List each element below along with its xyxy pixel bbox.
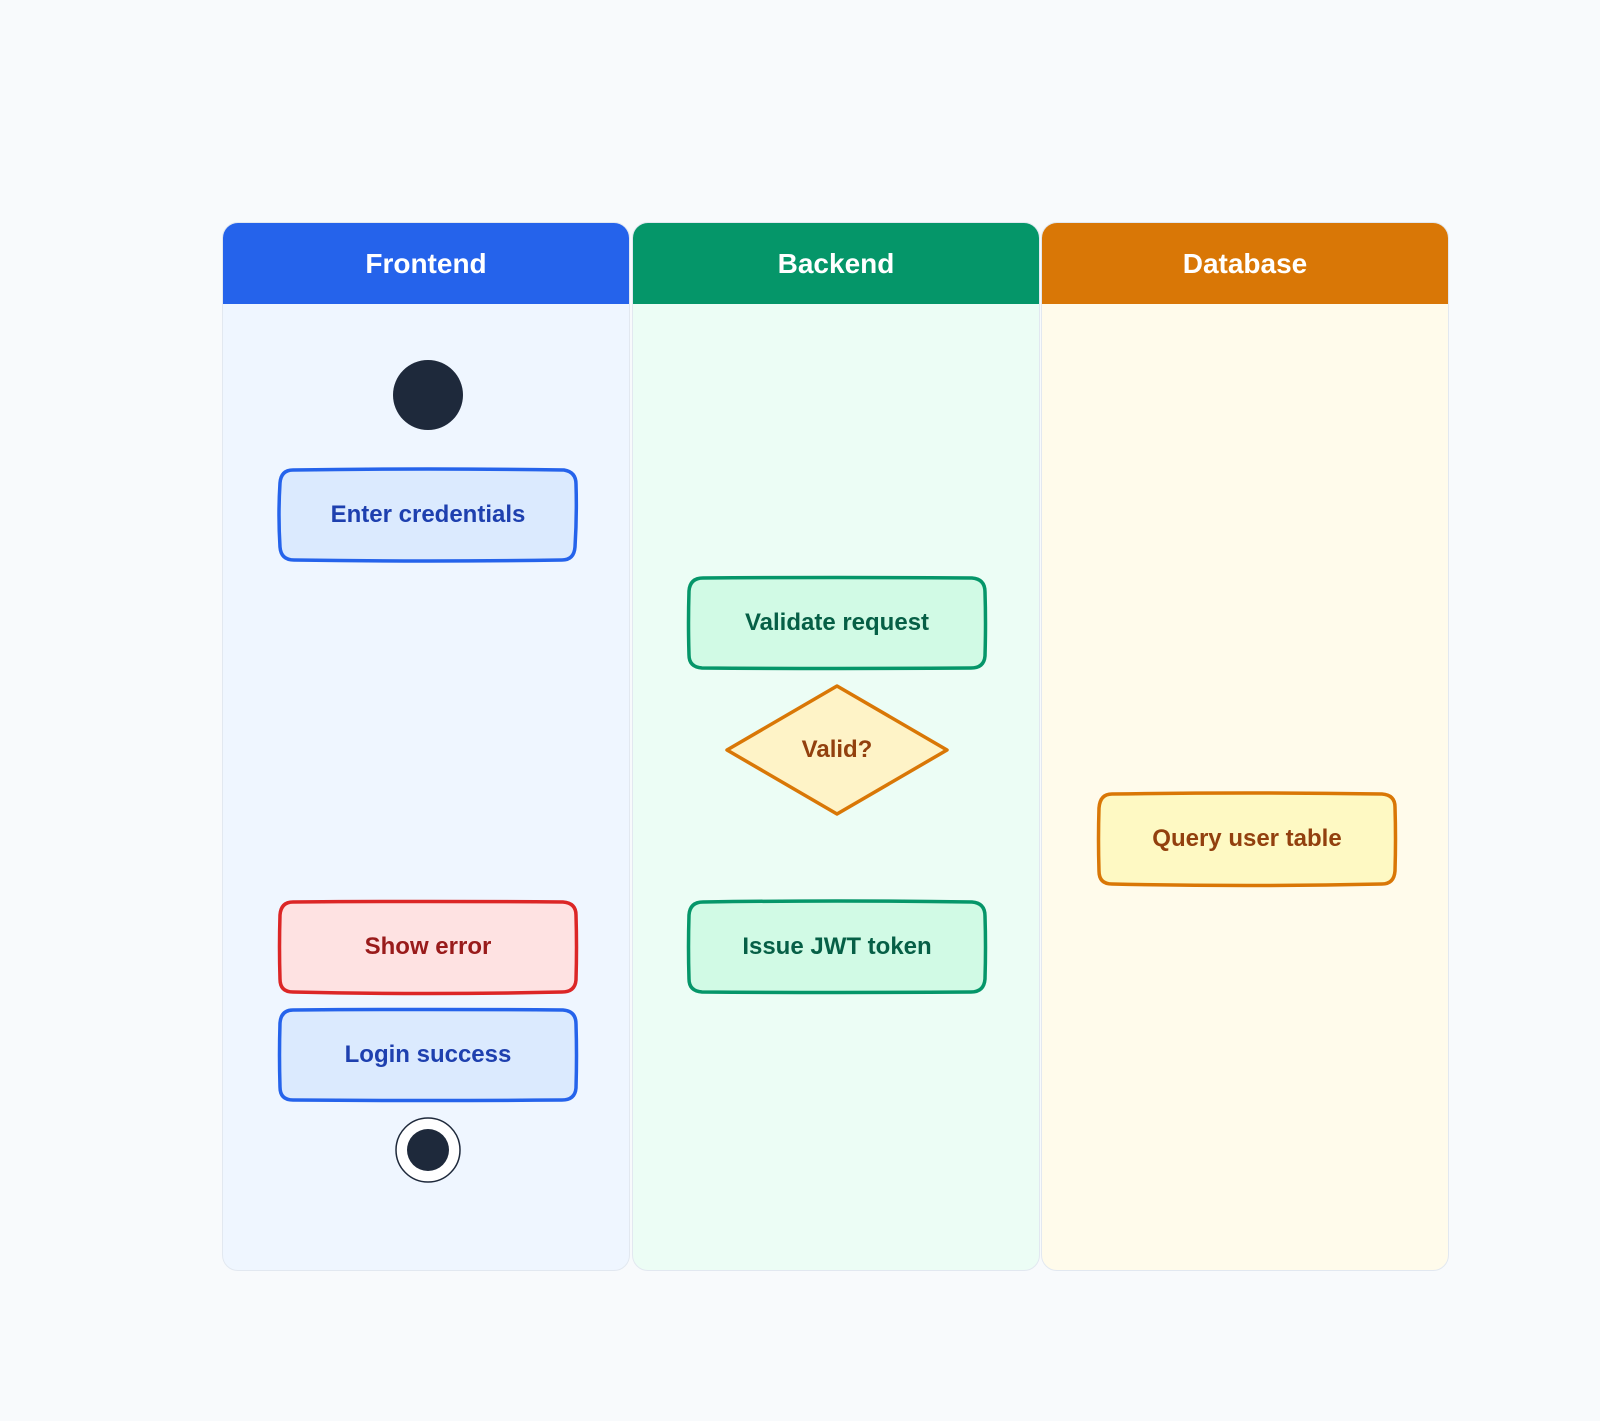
node-issue-jwt-token[interactable]: Issue JWT token	[686, 899, 988, 995]
end-node[interactable]	[394, 1116, 462, 1184]
node-label: Query user table	[1152, 825, 1342, 852]
node-label: Enter credentials	[330, 501, 526, 528]
node-label: Login success	[344, 1041, 512, 1068]
node-shape	[277, 899, 579, 996]
node-shape	[686, 899, 988, 995]
node-valid-decision[interactable]: Valid?	[725, 684, 949, 816]
node-label: Show error	[364, 933, 492, 960]
node-shape	[725, 684, 949, 816]
lane-database-header: Database	[1042, 223, 1448, 304]
node-show-error[interactable]: Show error	[277, 899, 579, 996]
node-shape	[277, 467, 579, 563]
lane-database: Database	[1041, 222, 1449, 1271]
node-enter-credentials[interactable]: Enter credentials	[277, 467, 579, 563]
node-login-success[interactable]: Login success	[277, 1007, 579, 1103]
lane-backend-header: Backend	[633, 223, 1039, 304]
node-label: Validate request	[744, 609, 930, 636]
node-label: Valid?	[801, 736, 873, 763]
end-node-shape	[395, 1117, 461, 1183]
node-shape	[277, 1007, 579, 1103]
start-node[interactable]	[393, 360, 463, 430]
node-validate-request[interactable]: Validate request	[686, 575, 988, 671]
node-shape	[1096, 791, 1398, 888]
node-shape	[686, 575, 988, 671]
node-label: Issue JWT token	[742, 933, 932, 960]
node-query-user-table[interactable]: Query user table	[1096, 791, 1398, 888]
lane-frontend-header: Frontend	[223, 223, 629, 304]
